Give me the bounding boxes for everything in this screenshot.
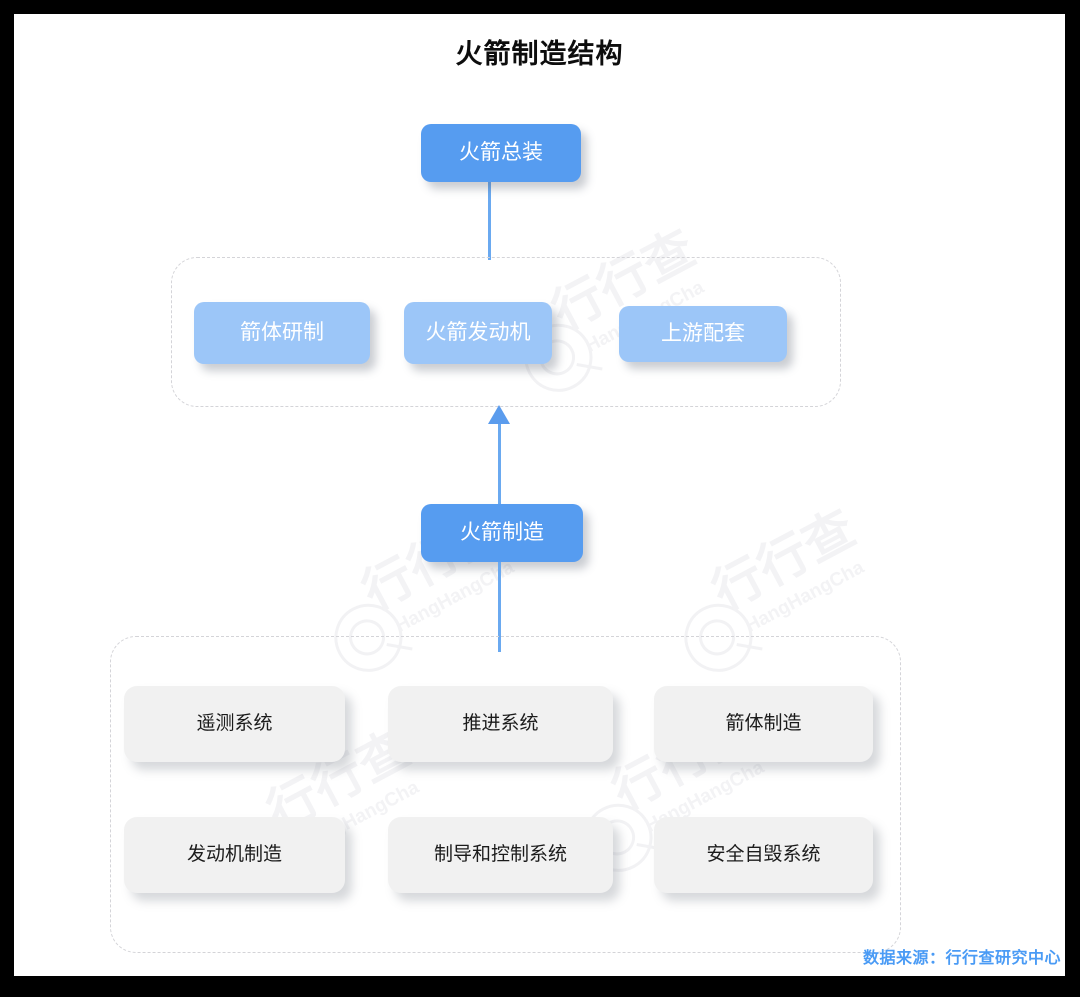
node-rocket-final-assembly[interactable]: 火箭总装 xyxy=(421,124,581,182)
node-upstream-supporting[interactable]: 上游配套 xyxy=(619,306,787,362)
page-title: 火箭制造结构 xyxy=(455,39,624,69)
node-rocket-engine[interactable]: 火箭发动机 xyxy=(404,302,552,364)
node-label: 箭体研制 xyxy=(240,320,324,344)
data-source-note: 数据来源：行行查研究中心 xyxy=(862,950,1061,967)
node-propulsion-system[interactable]: 推进系统 xyxy=(388,686,613,762)
node-rocket-body-rd[interactable]: 箭体研制 xyxy=(194,302,370,364)
watermark-en: HangHangCha xyxy=(742,556,868,637)
node-label: 上游配套 xyxy=(661,321,745,345)
node-rocket-body-manufacturing[interactable]: 箭体制造 xyxy=(654,686,873,762)
arrow-up-icon xyxy=(488,405,510,424)
node-safety-self-destruct-system[interactable]: 安全自毁系统 xyxy=(654,817,873,893)
connector-center-to-downstream xyxy=(498,562,501,652)
node-label: 火箭总装 xyxy=(459,140,543,164)
node-label: 箭体制造 xyxy=(725,713,802,735)
downstream-group xyxy=(110,636,901,953)
node-telemetry-system[interactable]: 遥测系统 xyxy=(124,686,345,762)
node-guidance-control-system[interactable]: 制导和控制系统 xyxy=(388,817,613,893)
connector-top-to-upstream xyxy=(488,182,491,260)
node-label: 发动机制造 xyxy=(186,844,282,866)
node-engine-manufacturing[interactable]: 发动机制造 xyxy=(124,817,345,893)
node-label: 遥测系统 xyxy=(196,713,273,735)
watermark-cn: 行行查 xyxy=(703,499,865,621)
node-label: 安全自毁系统 xyxy=(706,844,821,866)
node-rocket-manufacturing[interactable]: 火箭制造 xyxy=(421,504,583,562)
node-label: 制导和控制系统 xyxy=(433,844,567,866)
diagram-canvas: 行行查 HangHangCha 行行查 HangHangCha 行行查 Hang… xyxy=(14,14,1065,976)
node-label: 火箭发动机 xyxy=(425,320,531,344)
connector-center-to-upstream xyxy=(498,418,501,506)
node-label: 推进系统 xyxy=(462,713,539,735)
node-label: 火箭制造 xyxy=(460,520,544,544)
